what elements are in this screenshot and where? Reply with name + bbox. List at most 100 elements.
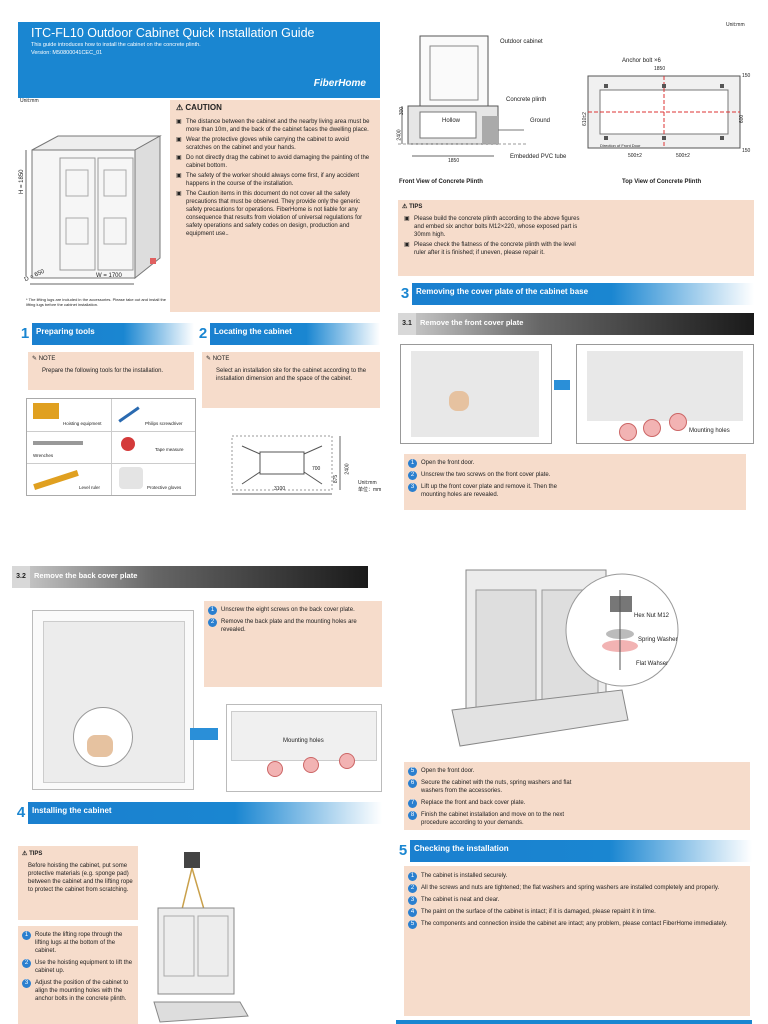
level-ruler-icon [33,470,79,490]
tips-icon: ⚠ [22,851,28,857]
tips-list: Please build the concrete plinth accordi… [402,215,580,259]
tools-grid: Hoisting equipment Philips screwdriver W… [26,398,196,496]
screwdriver-icon [118,406,140,423]
top-dim-f: 500±2 [676,153,690,159]
doc-title: ITC-FL10 Outdoor Cabinet Quick Installat… [31,26,315,40]
mounting-hole-marker [643,419,661,437]
unit-label-top: Unit:mm [726,22,745,28]
warning-icon: ⚠ [176,103,184,112]
tool-label: Philips screwdriver [145,421,183,426]
note-icon: ✎ [206,356,212,362]
dim-width: W = 1700 [96,273,122,279]
tool-cell: Tape measure [111,431,195,464]
arrow-right-icon [190,728,218,740]
hand-icon [87,735,113,757]
anchor-bolt-label: Anchor bolt ×6 [622,58,661,64]
tips-heading: TIPS [29,851,43,857]
note-tools: ✎ NOTE Prepare the following tools for t… [28,352,194,390]
flat-washer-label: Flat Wahser [636,661,669,667]
subsection-3-2-bar: 3.2 Remove the back cover plate [12,566,368,588]
note-location: ✎ NOTE Select an installation site for t… [202,352,380,408]
tips-item: Please build the concrete plinth accordi… [402,215,580,239]
crane-icon [33,403,59,419]
section-number: 1 [18,323,32,345]
note-text: Select an installation site for the cabi… [216,368,367,382]
cabinet-dimension-drawing [25,135,162,285]
subsection-number: 3.2 [12,566,30,588]
front-dim-1850: 1850 [448,158,460,164]
site-dim-b: 875 [333,474,340,484]
mounting-hole-marker [669,413,687,431]
unit-label-left: Unit:mm [20,98,39,104]
note-heading: NOTE [212,356,230,362]
title-banner: ITC-FL10 Outdoor Cabinet Quick Installat… [18,22,380,98]
label-outdoor-cabinet: Outdoor cabinet [500,39,543,45]
tool-label: Protective gloves [147,485,182,490]
hex-nut-label: Hex Nut M12 [634,613,670,619]
tips-item: Please check the flatness of the concret… [402,241,580,257]
section-title: Removing the cover plate of the cabinet … [416,287,589,296]
label-pvc-tube: Embedded PVC tube [510,154,567,160]
tool-label: Tape measure [155,447,184,452]
caution-heading: ⚠ CAUTION [176,103,222,112]
mounting-holes-label: Mounting holes [689,428,730,434]
tool-cell: Hoisting equipment [27,399,112,432]
tool-cell: Level ruler [27,463,112,495]
tips-icon: ⚠ [402,204,408,210]
back-plate-image-1 [32,610,194,790]
tips-heading: TIPS [409,204,423,210]
back-plate-image-2: Mounting holes [226,704,382,792]
subsection-3-1-bar: 3.1 Remove the front cover plate [398,313,754,335]
site-dim-width: 3100 [274,486,286,492]
top-dim-door: Direction of Front Door [600,143,641,148]
site-layout-diagram [231,435,341,495]
section-4-bar: 4 Installing the cabinet [14,802,382,824]
tool-label: Wrenches [33,453,54,458]
caution-item: Wear the protective gloves while carryin… [174,136,374,152]
section-title: Locating the cabinet [214,327,292,336]
tool-label: Level ruler [79,485,101,490]
front-plate-image-2: Mounting holes [576,344,754,444]
site-dim-a: 700 [312,466,321,472]
subsection-title: Remove the back cover plate [34,571,138,580]
front-plate-image-1 [400,344,552,444]
section-title: Checking the installation [414,844,509,853]
section-number: 5 [396,840,410,862]
subsection-title: Remove the front cover plate [420,318,524,327]
tool-cell: Philips screwdriver [111,399,195,432]
label-concrete-plinth: Concrete plinth [506,97,547,103]
caution-item: The distance between the cabinet and the… [174,118,374,134]
arrow-right-icon [554,380,570,390]
plinth-front-view [398,35,528,157]
mounting-hole-marker [619,423,637,441]
caution-item: The Caution items in this document do no… [174,190,374,238]
fiberhome-logo: FiberHome [313,78,366,89]
subsection-number: 3.1 [398,313,416,335]
note-heading: NOTE [38,356,56,362]
section-1-bar: 1 Preparing tools [18,323,194,345]
section-number: 2 [196,323,210,345]
caution-panel: ⚠ CAUTION The distance between the cabin… [170,100,380,312]
note-icon: ✎ [32,356,38,362]
hoisting-illustration [153,852,249,1023]
caution-item: Do not directly drag the cabinet to avoi… [174,154,374,170]
site-unit-cn: 单位：mm [358,487,382,493]
gloves-icon [119,467,143,489]
doc-intro: This guide introduces how to install the… [31,42,201,48]
front-dim-300: 300 [399,106,406,116]
plinth-top-view [587,75,741,149]
